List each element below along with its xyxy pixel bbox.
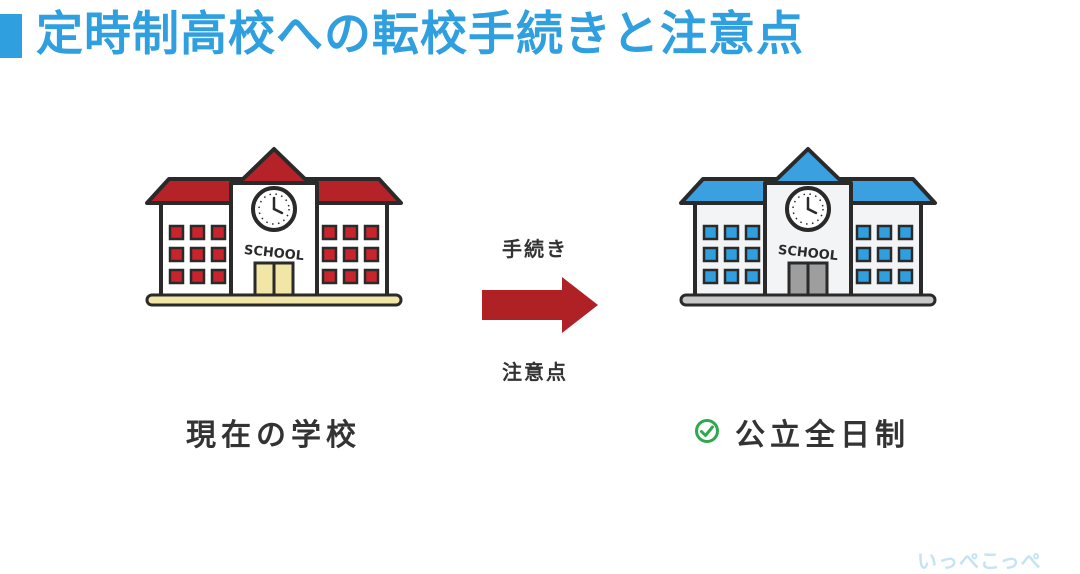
current-school-caption: 現在の学校 <box>186 418 361 453</box>
school-building-icon: SCHOOL <box>679 147 937 307</box>
school-sign: SCHOOL <box>777 243 838 264</box>
current-school-illustration: SCHOOL <box>143 145 403 310</box>
watermark-logo: いっぺこっぺ <box>917 549 1042 573</box>
notes-label: 注意点 <box>502 360 568 384</box>
target-school-illustration: SCHOOL <box>677 145 937 310</box>
school-building-icon: SCHOOL <box>145 147 403 307</box>
page-title: 定時制高校への転校手続きと注意点 <box>36 7 804 62</box>
title-accent-bar <box>0 14 22 58</box>
school-sign: SCHOOL <box>243 243 304 264</box>
procedure-label: 手続き <box>502 237 568 261</box>
target-school-caption: 公立全日制 <box>735 418 910 453</box>
arrow-right-icon <box>480 276 600 334</box>
check-circle-icon <box>694 418 720 444</box>
